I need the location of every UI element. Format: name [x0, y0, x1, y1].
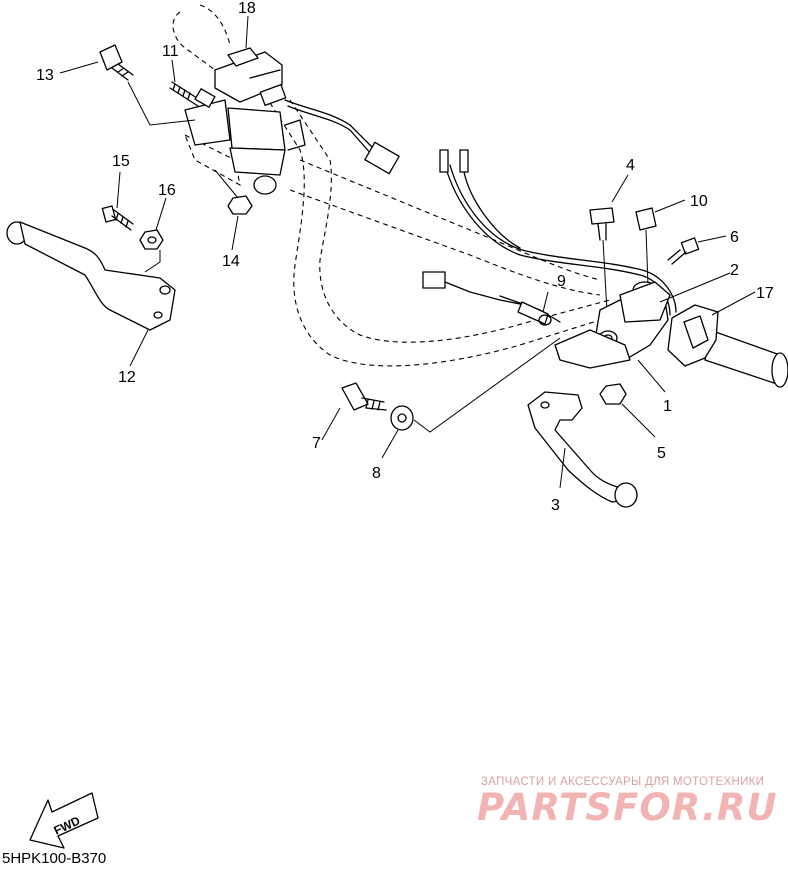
part-17-switch-housing: [667, 291, 756, 367]
callout-15: 15: [112, 153, 130, 170]
callout-17: 17: [756, 285, 774, 302]
handlebar-outline: [172, 4, 611, 367]
part-4-bolt: [589, 174, 629, 331]
callout-4: 4: [626, 157, 635, 174]
cable-connector: [422, 271, 561, 323]
part-3-clutch-lever: [527, 391, 638, 508]
part-9-cable-end: [517, 291, 552, 326]
callout-14: 14: [222, 253, 240, 270]
part-11-screw: [169, 81, 216, 108]
part-5-nut: [599, 383, 656, 438]
part-13-bolt: [99, 44, 196, 126]
part-15-bolt: [101, 205, 134, 231]
fwd-arrow: FWD: [29, 792, 99, 849]
callout-labels: 18 11 13 15 16 14 12 4 10 6 2 17 9 1 5 7…: [36, 0, 774, 514]
callout-6: 6: [730, 229, 739, 246]
leader-lines: [59, 15, 249, 367]
right-grip: [704, 329, 788, 388]
callout-7: 7: [312, 435, 321, 452]
part-12-brake-lever: [6, 221, 176, 331]
clutch-cable: [439, 149, 677, 316]
part-2-clamp: [619, 272, 731, 323]
switch-wire: [284, 99, 400, 175]
callout-12: 12: [118, 369, 136, 386]
part-6-screw: [667, 235, 727, 265]
watermark-brand: PARTSFOR.RU: [477, 786, 778, 829]
brake-master-cylinder: [184, 99, 306, 195]
part-8-nut: [381, 337, 561, 459]
part-16-nut: [139, 229, 164, 273]
callout-11: 11: [162, 43, 179, 60]
callout-13: 13: [36, 67, 54, 84]
part-18-switch: [214, 47, 287, 106]
part-14-nut: [214, 169, 253, 215]
watermark-subtitle: ЗАПЧАСТИ И АКСЕССУАРЫ ДЛЯ МОТОТЕХНИКИ: [481, 776, 765, 788]
diagram-code: 5HPK100-B370: [2, 850, 107, 867]
callout-9: 9: [557, 273, 566, 290]
callout-2: 2: [730, 262, 739, 279]
callout-18: 18: [238, 0, 256, 17]
callout-5: 5: [657, 445, 666, 462]
callout-16: 16: [158, 182, 176, 199]
callout-3: 3: [551, 497, 560, 514]
part-10-cap: [635, 199, 686, 286]
callout-8: 8: [372, 465, 381, 482]
callout-10: 10: [690, 193, 708, 210]
callout-1: 1: [663, 398, 672, 415]
part-7-adjuster: [321, 382, 387, 441]
